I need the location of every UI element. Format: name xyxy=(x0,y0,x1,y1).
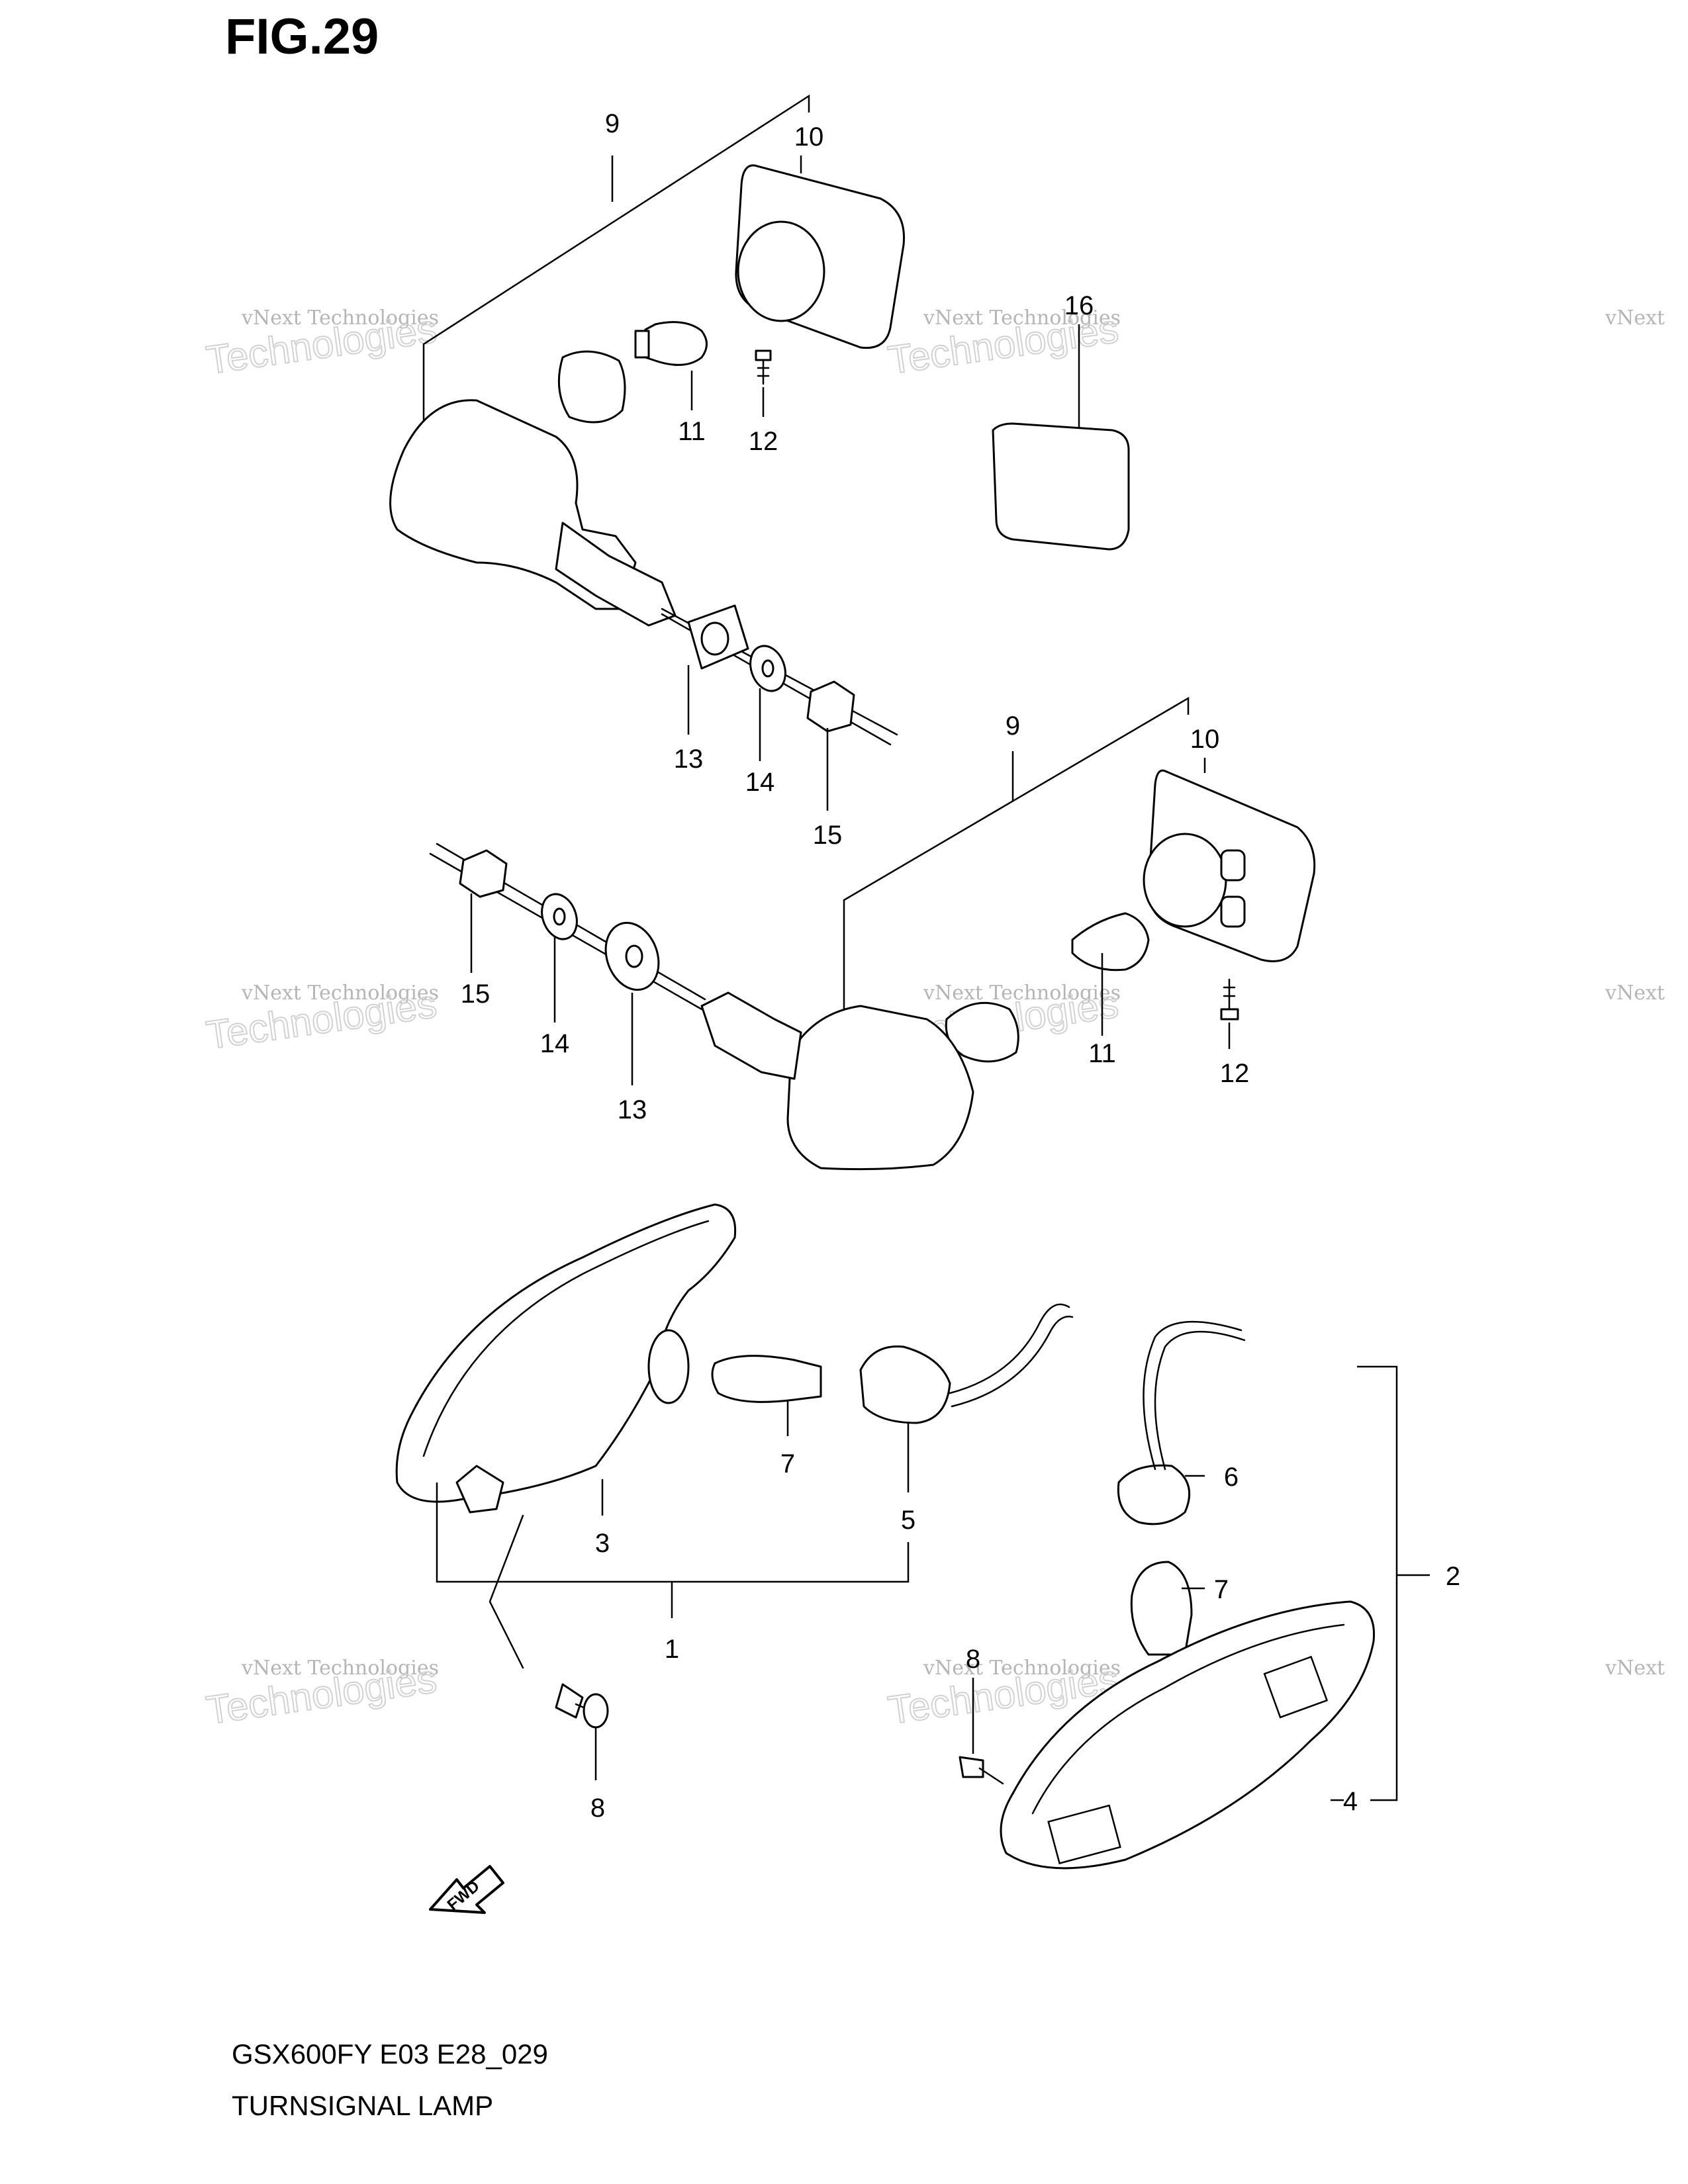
watermark-text: vNext xyxy=(1605,1657,1665,1680)
wire-line xyxy=(951,1316,1074,1408)
callout-7: 7 xyxy=(1214,1575,1229,1604)
watermark-text: vNext Technologies xyxy=(923,981,1121,1005)
housing-part xyxy=(786,1005,974,1171)
lens-dome xyxy=(1143,833,1227,928)
watermark-text: vNext Technologies xyxy=(923,1657,1121,1680)
callout-6: 6 xyxy=(1224,1463,1239,1492)
washer-part xyxy=(687,604,749,670)
bulb-part xyxy=(711,1355,822,1403)
cap-part xyxy=(992,422,1130,551)
connector-part xyxy=(455,1465,504,1514)
callout-5: 5 xyxy=(901,1506,915,1535)
screw-part xyxy=(959,1756,1004,1785)
callout-15: 15 xyxy=(813,821,843,850)
top-turnsignal-assembly xyxy=(389,94,1130,811)
bracket-line xyxy=(843,696,1190,1036)
callout-14: 14 xyxy=(745,768,775,797)
washer-part xyxy=(604,921,660,991)
callout-2: 2 xyxy=(1446,1562,1460,1591)
bulb-part xyxy=(644,321,708,366)
bracket-line xyxy=(422,94,810,424)
nut-part xyxy=(806,680,855,733)
lens-dome xyxy=(737,220,825,322)
socket-part xyxy=(859,1345,951,1424)
stem-part xyxy=(555,522,677,627)
callout-10: 10 xyxy=(794,122,824,152)
callout-3: 3 xyxy=(595,1529,610,1558)
callout-13: 13 xyxy=(618,1095,647,1124)
figure-title: FIG.29 xyxy=(225,9,379,65)
callout-15: 15 xyxy=(461,979,491,1009)
nut-part xyxy=(459,849,508,898)
screw-part xyxy=(555,1683,609,1729)
callout-12: 12 xyxy=(1220,1059,1250,1088)
callout-7: 7 xyxy=(780,1449,795,1479)
part-name: TURNSIGNAL LAMP xyxy=(232,2090,494,2121)
callout-16: 16 xyxy=(1064,291,1094,320)
watermark-text: vNext xyxy=(1605,306,1665,330)
washer-part xyxy=(749,645,786,692)
callout-8: 8 xyxy=(966,1645,980,1674)
bulb-part xyxy=(1130,1561,1193,1656)
bulb-part xyxy=(1071,912,1150,972)
callout-12: 12 xyxy=(749,427,778,456)
watermark-text: vNext Technologies xyxy=(241,1657,439,1680)
screw-part xyxy=(1220,978,1239,1021)
callout-8: 8 xyxy=(590,1794,605,1823)
bulb-base xyxy=(634,330,650,359)
screw-part xyxy=(755,349,772,385)
housing-edge xyxy=(422,1220,710,1457)
watermark-text: vNext Technologies xyxy=(923,306,1121,330)
callout-9: 9 xyxy=(605,109,620,138)
middle-turnsignal-assembly xyxy=(429,696,1316,1171)
lens-edge xyxy=(1031,1623,1345,1815)
socket-part xyxy=(557,350,626,424)
callout-11: 11 xyxy=(678,417,706,446)
socket-part xyxy=(1117,1464,1191,1525)
callout-13: 13 xyxy=(674,745,704,774)
bracket-line xyxy=(1357,1365,1398,1801)
washer-part xyxy=(541,893,578,940)
callout-1: 1 xyxy=(665,1635,679,1664)
bracket-line xyxy=(436,1482,910,1583)
callout-11: 11 xyxy=(1088,1039,1116,1068)
callout-14: 14 xyxy=(540,1029,570,1058)
lens-grid xyxy=(1047,1804,1121,1864)
watermark-text: vNext Technologies xyxy=(241,306,439,330)
housing-part xyxy=(395,1203,737,1503)
callout-9: 9 xyxy=(1006,711,1020,741)
wire-line xyxy=(1154,1330,1246,1471)
fwd-arrow: FWD xyxy=(429,1865,504,1914)
lens-reflector xyxy=(1220,895,1246,928)
bottom-turnsignal-assembly xyxy=(395,1203,1430,1870)
callout-10: 10 xyxy=(1190,725,1220,754)
wire-line xyxy=(1143,1320,1243,1471)
housing-port xyxy=(647,1329,690,1404)
lens-grid xyxy=(1263,1655,1329,1719)
callout-4: 4 xyxy=(1343,1787,1358,1816)
lens-reflector xyxy=(1220,849,1246,882)
wire-line xyxy=(949,1303,1070,1394)
watermark-text: vNext Technologies xyxy=(241,981,439,1005)
model-code: GSX600FY E03 E28_029 xyxy=(232,2038,548,2070)
watermark-text: vNext xyxy=(1605,981,1665,1005)
stem-part xyxy=(700,991,802,1080)
assembly-path xyxy=(489,1514,524,1669)
